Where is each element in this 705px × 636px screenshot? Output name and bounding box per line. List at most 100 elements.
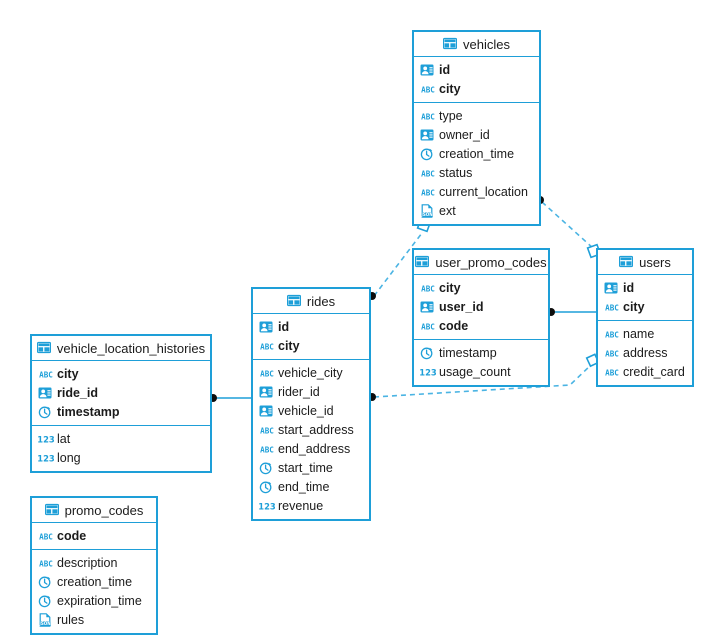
svg-text:123: 123: [420, 367, 436, 377]
field-label: lat: [57, 431, 71, 446]
field-label: id: [439, 62, 451, 77]
column-field-rides-rider_id[interactable]: rider_id: [253, 382, 369, 401]
relationship-vlh-rides: [209, 394, 252, 402]
key-field-users-id[interactable]: id: [598, 278, 692, 297]
abc-icon: ABC: [420, 166, 435, 180]
column-field-rides-start_time[interactable]: start_time: [253, 458, 369, 477]
svg-text:123: 123: [259, 501, 275, 511]
entity-header-promo_codes[interactable]: promo_codes: [32, 498, 156, 523]
key-field-vehicle_location_histories-ride_id[interactable]: ride_id: [32, 383, 210, 402]
column-field-promo_codes-expiration_time[interactable]: expiration_time: [32, 591, 156, 610]
column-field-vehicles-creation_time[interactable]: creation_time: [414, 144, 539, 163]
column-field-user_promo_codes-timestamp[interactable]: timestamp: [414, 343, 548, 362]
key-id-icon: [420, 300, 434, 314]
svg-text:ABC: ABC: [260, 445, 274, 454]
key-id-icon: [604, 281, 618, 295]
entity-title: rides: [306, 293, 336, 309]
abc-icon: ABC: [604, 300, 619, 314]
field-label: address: [623, 345, 668, 360]
abc-icon: ABC: [259, 339, 274, 353]
field-label: rules: [57, 612, 85, 627]
column-field-rides-end_time[interactable]: end_time: [253, 477, 369, 496]
column-field-promo_codes-creation_time[interactable]: creation_time: [32, 572, 156, 591]
field-label: name: [623, 326, 655, 341]
column-field-users-name[interactable]: ABC name: [598, 324, 692, 343]
key-id-icon: [259, 404, 273, 418]
field-label: timestamp: [57, 404, 120, 419]
svg-text:ABC: ABC: [39, 532, 53, 541]
entity-header-vehicle_location_histories[interactable]: vehicle_location_histories: [32, 336, 210, 361]
field-label: revenue: [278, 498, 324, 513]
123-icon: 123: [420, 365, 436, 379]
field-label: timestamp: [439, 345, 497, 360]
clock-icon: [259, 461, 273, 475]
table-icon: [44, 503, 59, 517]
field-label: city: [439, 81, 461, 96]
entity-header-users[interactable]: users: [598, 250, 692, 275]
entity-header-user_promo_codes[interactable]: user_promo_codes: [414, 250, 548, 275]
abc-icon: ABC: [38, 529, 53, 543]
key-id-icon: [259, 385, 273, 399]
column-field-rides-vehicle_id[interactable]: vehicle_id: [253, 401, 369, 420]
abc-icon: ABC: [604, 327, 619, 341]
field-label: vehicle_city: [278, 365, 343, 380]
connector-line: [541, 201, 595, 250]
field-label: city: [439, 280, 461, 295]
field-label: owner_id: [439, 127, 490, 142]
entity-title: users: [639, 254, 671, 270]
abc-icon: ABC: [259, 423, 274, 437]
entity-title: vehicle_location_histories: [56, 340, 206, 356]
field-label: credit_card: [623, 364, 685, 379]
key-field-vehicle_location_histories-timestamp[interactable]: timestamp: [32, 402, 210, 421]
entity-header-rides[interactable]: rides: [253, 289, 369, 314]
clock-icon: [38, 405, 52, 419]
key-field-vehicles-id[interactable]: id: [414, 60, 539, 79]
key-field-user_promo_codes-user_id[interactable]: user_id: [414, 297, 548, 316]
table-icon: [443, 37, 458, 51]
column-field-vehicles-owner_id[interactable]: owner_id: [414, 125, 539, 144]
abc-icon: ABC: [259, 442, 274, 456]
abc-icon: ABC: [420, 109, 435, 123]
key-id-icon: [259, 320, 273, 334]
entity-header-vehicles[interactable]: vehicles: [414, 32, 539, 57]
key-field-rides-id[interactable]: id: [253, 317, 369, 336]
table-icon: [619, 255, 634, 269]
entity-title: promo_codes: [64, 502, 144, 518]
svg-text:ABC: ABC: [260, 342, 274, 351]
field-label: ride_id: [57, 385, 98, 400]
